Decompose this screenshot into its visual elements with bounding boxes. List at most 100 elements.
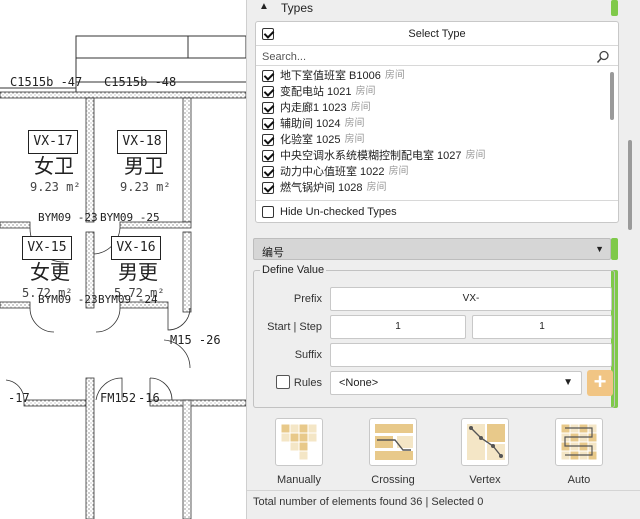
hide-unchecked-checkbox[interactable]: [262, 206, 274, 218]
type-checkbox[interactable]: [262, 70, 274, 83]
type-name: 变配电站 1021: [280, 86, 352, 99]
room-area: 9.23 m²: [120, 180, 171, 194]
parameter-dropdown[interactable]: 编号 ▼: [253, 238, 611, 260]
types-section-header[interactable]: ▲ Types: [253, 0, 619, 16]
floor-plan-lines: [0, 35, 246, 519]
room-tag[interactable]: VX-18: [117, 130, 167, 154]
type-category: 房间: [350, 102, 371, 114]
window-label-c1515b-48: C1515b -48: [104, 75, 177, 89]
crossing-path-icon: [369, 418, 417, 466]
type-category: 房间: [388, 166, 409, 178]
select-type-label: Select Type: [408, 28, 466, 40]
door-label: BYM09 -23: [38, 211, 98, 224]
manual-grid-icon: [275, 418, 323, 466]
type-checkbox[interactable]: [262, 134, 274, 147]
type-category: 房间: [344, 134, 365, 146]
type-checkbox[interactable]: [262, 150, 274, 163]
mode-vertex-button[interactable]: Vertex: [455, 418, 515, 486]
type-category: 房间: [366, 182, 387, 194]
type-name: 动力中心值班室 1022: [280, 166, 385, 179]
type-category: 房间: [344, 118, 365, 130]
start-input[interactable]: 1: [330, 315, 466, 339]
define-value-label: Define Value: [260, 264, 327, 276]
step-input[interactable]: 1: [472, 315, 612, 339]
mode-label: Vertex: [469, 474, 501, 486]
type-checkbox[interactable]: [262, 86, 274, 99]
type-checkbox[interactable]: [262, 166, 274, 179]
prefix-input[interactable]: VX-: [330, 287, 612, 311]
type-name: 地下室值班室 B1006: [280, 70, 381, 83]
mode-auto-button[interactable]: Auto: [549, 418, 609, 486]
search-icon[interactable]: [596, 50, 610, 64]
type-search: [256, 48, 618, 66]
room-tag[interactable]: VX-17: [28, 130, 78, 154]
door-label: BYM09 -25: [100, 211, 160, 224]
define-value-group: Define Value Prefix VX- Start | Step 1 1…: [253, 264, 615, 408]
select-type-checkbox[interactable]: [262, 28, 274, 40]
chevron-down-icon: ▼: [595, 244, 604, 254]
type-category: 房间: [355, 86, 376, 98]
rules-checkbox[interactable]: [276, 375, 290, 389]
hide-unchecked-label: Hide Un-checked Types: [280, 206, 397, 218]
cad-drawing-canvas[interactable]: C1515b -47 C1515b -48 VX-17 女卫 9.23 m² V…: [0, 0, 246, 519]
hide-unchecked-row[interactable]: Hide Un-checked Types: [256, 200, 618, 222]
mode-label: Crossing: [371, 474, 415, 486]
room-area: 9.23 m²: [30, 180, 81, 194]
window-label-c1515b-47: C1515b -47: [10, 75, 83, 89]
suffix-input[interactable]: [330, 343, 612, 367]
type-checkbox[interactable]: [262, 182, 274, 195]
prefix-label: Prefix: [293, 293, 322, 305]
type-category: 房间: [384, 70, 405, 82]
add-rule-button[interactable]: +: [587, 370, 613, 396]
door-label: -17: [8, 391, 30, 405]
type-name: 中央空调水系统模糊控制配电室 1027: [280, 150, 462, 163]
status-text: Total number of elements found 36 | Sele…: [253, 496, 484, 508]
start-step-label: Start | Step: [267, 321, 322, 333]
mode-label: Manually: [276, 474, 322, 486]
select-type-row[interactable]: Select Type: [256, 22, 618, 46]
room-area: 5.72 m²: [114, 286, 165, 300]
mode-label: Auto: [567, 474, 591, 486]
type-list-scrollbar[interactable]: [610, 72, 614, 120]
type-category: 房间: [465, 150, 486, 162]
type-name: 内走廊1 1023: [280, 102, 347, 115]
type-checkbox[interactable]: [262, 118, 274, 131]
chevron-down-icon: ▼: [563, 377, 573, 388]
room-tag[interactable]: VX-16: [111, 236, 161, 260]
rules-select-value: <None>: [339, 377, 379, 389]
type-checkbox[interactable]: [262, 102, 274, 115]
rules-select[interactable]: <None> ▼: [330, 371, 582, 395]
search-input[interactable]: [262, 50, 592, 64]
section-indicator: [611, 238, 618, 260]
room-tag[interactable]: VX-15: [22, 236, 72, 260]
mode-manually-button[interactable]: Manually: [269, 418, 329, 486]
type-name: 化验室 1025: [280, 134, 341, 147]
room-name: 男更: [118, 260, 158, 284]
door-label: BYM09 -23: [38, 293, 98, 306]
mode-crossing-button[interactable]: Crossing: [363, 418, 423, 486]
door-label: FM152: [100, 391, 137, 405]
panel-scrollbar[interactable]: [628, 140, 632, 230]
type-name: 燃气锅炉间 1028: [280, 182, 363, 195]
types-header-label: Types: [281, 1, 314, 15]
suffix-label: Suffix: [294, 349, 322, 361]
room-area: 5.72 m²: [22, 286, 73, 300]
door-label: BYM09 -24: [98, 293, 158, 306]
parameter-value: 编号: [262, 247, 284, 259]
room-name: 男卫: [124, 154, 164, 178]
door-label: -16: [138, 391, 160, 405]
door-label: M15 -26: [170, 333, 221, 347]
type-name: 辅助间 1024: [280, 118, 341, 131]
room-name: 女卫: [34, 154, 74, 178]
collapse-icon[interactable]: ▲: [259, 1, 269, 12]
